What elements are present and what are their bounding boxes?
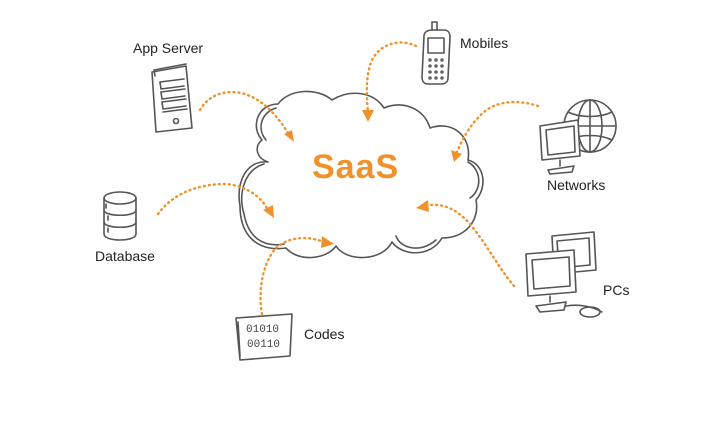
arrow-codes [259,236,334,316]
mobile-phone-icon [421,21,451,85]
cloud [238,90,484,259]
arrow-app-server [198,90,294,142]
arrow-networks [451,100,540,162]
saas-title: SaaS [312,148,400,186]
label-pcs: PCs [603,282,630,298]
database-icon [103,191,137,241]
arrow-database [156,182,274,218]
label-networks: Networks [547,177,606,193]
server-icon [151,63,193,133]
pcs-icon [525,231,603,318]
arrow-mobiles [362,41,418,122]
codes-line-2: 00110 [247,339,280,351]
arrow-pcs [416,200,516,288]
label-database: Database [95,248,155,264]
codes-document-icon [235,313,293,361]
codes-line-1: 01010 [246,324,279,336]
label-app-server: App Server [133,40,204,56]
label-codes: Codes [304,326,345,342]
network-globe-icon [539,99,617,175]
label-mobiles: Mobiles [460,35,509,51]
